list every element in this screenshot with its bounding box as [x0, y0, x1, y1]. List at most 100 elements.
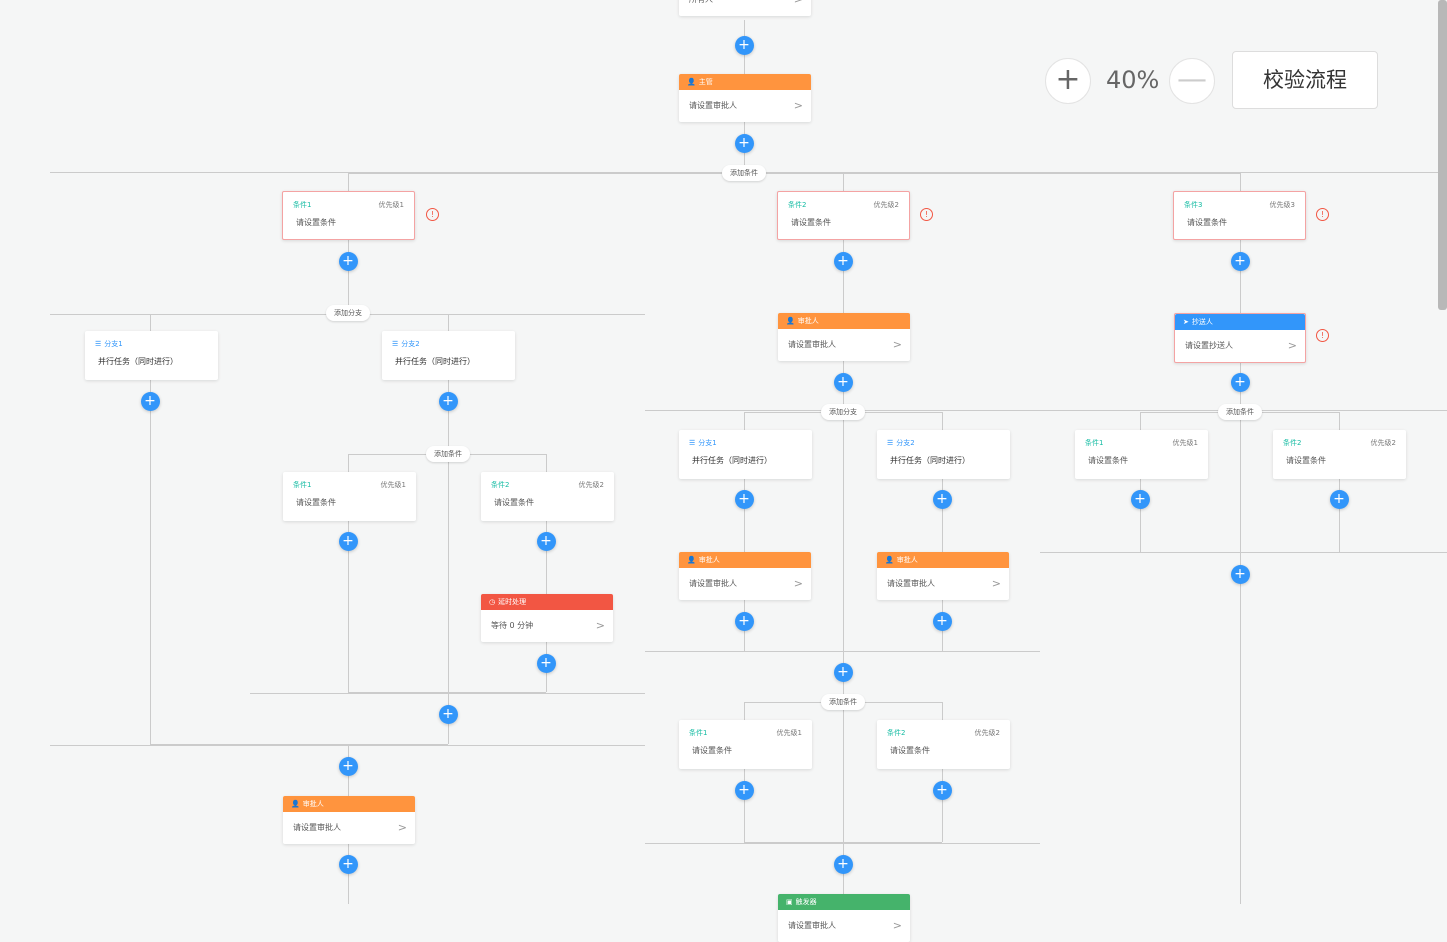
condition-priority: 优先级2 [873, 201, 899, 209]
connector-line [744, 842, 942, 843]
add-node-button[interactable]: + [734, 489, 754, 509]
node-content: 请设置审批人 [689, 579, 737, 588]
node-card[interactable]: ➤抄送人请设置抄送人> [1174, 313, 1306, 363]
add-branch-button[interactable]: 添加分支 [326, 305, 370, 321]
add-node-button[interactable]: + [833, 251, 853, 271]
connector-line [1240, 240, 1241, 314]
connector-line [843, 412, 844, 904]
add-node-button[interactable]: + [140, 391, 160, 411]
condition-priority: 优先级1 [1172, 439, 1198, 447]
node-card[interactable]: 👤审批人请设置审批人> [778, 313, 910, 361]
add-node-button[interactable]: + [932, 611, 952, 631]
warning-icon: ! [920, 208, 933, 221]
add-node-button[interactable]: + [734, 780, 754, 800]
add-node-button[interactable]: + [338, 854, 358, 874]
add-condition-button[interactable]: 添加条件 [426, 446, 470, 462]
add-node-button[interactable]: + [734, 133, 754, 153]
chevron-right-icon: > [892, 338, 902, 351]
connector-line [348, 240, 349, 314]
connector-line [348, 173, 349, 193]
branch-title-text: 分支2 [896, 439, 915, 447]
add-branch-button[interactable]: 添加分支 [821, 404, 865, 420]
vertical-scrollbar[interactable] [1438, 0, 1447, 310]
node-content: 请设置抄送人 [1185, 341, 1233, 350]
node-title: 审批人 [896, 556, 918, 564]
node-content: 请设置审批人 [788, 921, 836, 930]
add-node-button[interactable]: + [338, 756, 358, 776]
node-card[interactable]: 👤审批人请设置审批人> [877, 552, 1009, 600]
condition-content: 请设置条件 [296, 218, 336, 227]
add-node-button[interactable]: + [438, 704, 458, 724]
validate-flow-button[interactable]: 校验流程 [1232, 51, 1378, 109]
branch-icon: ☰ [392, 340, 399, 348]
chevron-right-icon: > [397, 821, 407, 834]
add-node-button[interactable]: + [932, 780, 952, 800]
add-node-button[interactable]: + [1230, 251, 1250, 271]
condition-title: 条件1 [293, 481, 312, 489]
condition-priority: 优先级1 [380, 481, 406, 489]
connector-line [150, 314, 151, 333]
node-card[interactable]: ◷延时处理等待 0 分钟> [481, 594, 613, 642]
node-body: 所有人> [679, 0, 811, 16]
connector-line [348, 454, 349, 473]
condition-priority: 优先级2 [578, 481, 604, 489]
add-node-button[interactable]: + [536, 653, 556, 673]
condition-content: 请设置条件 [1088, 456, 1128, 465]
add-node-button[interactable]: + [338, 531, 358, 551]
condition-title: 条件3 [1184, 201, 1203, 209]
add-node-button[interactable]: + [1230, 564, 1250, 584]
node-card[interactable]: 所有人> [679, 0, 811, 16]
add-node-button[interactable]: + [1130, 489, 1150, 509]
add-node-button[interactable]: + [734, 35, 754, 55]
zoom-in-button[interactable]: + [1045, 58, 1091, 104]
add-condition-button[interactable]: 添加条件 [722, 165, 766, 181]
add-node-button[interactable]: + [1329, 489, 1349, 509]
condition-title: 条件2 [491, 481, 510, 489]
add-node-button[interactable]: + [734, 611, 754, 631]
node-body: 请设置审批人> [679, 568, 811, 600]
add-node-button[interactable]: + [536, 531, 556, 551]
add-node-button[interactable]: + [833, 662, 853, 682]
add-node-button[interactable]: + [1230, 372, 1250, 392]
connector-line [348, 692, 546, 693]
node-title: 延时处理 [498, 598, 527, 606]
add-node-button[interactable]: + [833, 854, 853, 874]
branch-content: 并行任务（同时进行） [692, 456, 772, 465]
connector-line [1140, 552, 1339, 553]
person-icon: 👤 [885, 556, 894, 564]
add-condition-button[interactable]: 添加条件 [1218, 404, 1262, 420]
branch-title: ☰分支2 [392, 339, 420, 349]
add-node-button[interactable]: + [438, 391, 458, 411]
chevron-right-icon: > [794, 0, 803, 16]
node-header: 👤审批人 [679, 552, 811, 568]
node-card[interactable]: 👤审批人请设置审批人> [679, 552, 811, 600]
add-node-button[interactable]: + [932, 489, 952, 509]
node-card[interactable]: 👤审批人请设置审批人> [283, 796, 415, 844]
node-card[interactable]: ▣触发器请设置审批人> [778, 894, 910, 942]
branch-content: 并行任务（同时进行） [890, 456, 970, 465]
add-condition-button[interactable]: 添加条件 [821, 694, 865, 710]
add-node-button[interactable]: + [338, 251, 358, 271]
node-body: 请设置审批人> [778, 329, 910, 361]
connector-line [1339, 477, 1340, 552]
node-card[interactable]: 👤主管请设置审批人> [679, 74, 811, 122]
zoom-out-button[interactable]: — [1169, 58, 1215, 104]
connector-line [150, 378, 151, 744]
add-node-button[interactable]: + [833, 372, 853, 392]
node-header: 👤审批人 [877, 552, 1009, 568]
connector-line [843, 173, 844, 193]
